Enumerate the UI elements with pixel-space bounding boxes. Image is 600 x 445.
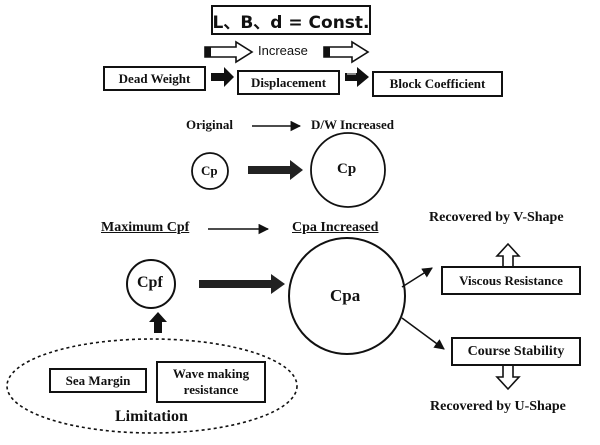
wave-making-line1: Wave making: [172, 366, 250, 382]
dw-increased-label: D/W Increased: [311, 117, 394, 132]
cpa-label: Cpa: [330, 286, 361, 305]
bold-arrow-icon: [248, 160, 303, 180]
recovered-u-shape-label: Recovered by U-Shape: [430, 399, 566, 414]
course-stability-box: Course Stability: [451, 337, 581, 366]
limitation-ellipse: [6, 338, 298, 434]
constant-box: L、B、d = Const.: [211, 5, 371, 35]
up-arrow-icon: [495, 242, 521, 269]
up-arrow-icon: [149, 312, 167, 333]
cp-large-circle: [310, 132, 386, 208]
cpa-increased-label: Cpa Increased: [292, 220, 379, 235]
block-coefficient-box: Block Coefficient: [372, 71, 503, 97]
cpa-circle: [288, 237, 406, 355]
cp-large-label: Cp: [337, 161, 357, 177]
viscous-resistance-box: Viscous Resistance: [441, 266, 581, 295]
dead-weight-box: Dead Weight: [103, 66, 206, 91]
sea-margin-box: Sea Margin: [49, 368, 147, 393]
hollow-arrow-icon: [204, 40, 254, 64]
cp-small-circle: [191, 152, 229, 190]
bold-arrow-icon: [199, 274, 285, 294]
thin-arrow-icon: [401, 267, 433, 288]
bold-arrow-icon: [211, 67, 234, 87]
hollow-arrow-icon: [323, 40, 370, 64]
original-label: Original: [186, 117, 233, 132]
wave-making-line2: resistance: [183, 382, 239, 397]
down-arrow-icon: [495, 363, 521, 391]
thin-arrow-icon: [401, 317, 445, 350]
cpf-label: Cpf: [137, 274, 163, 291]
recovered-v-shape-label: Recovered by V-Shape: [429, 210, 564, 225]
increase-label: Increase: [258, 43, 308, 58]
double-arrow-icon: [345, 67, 369, 87]
cpf-circle: [126, 259, 176, 309]
cp-small-label: Cp: [201, 163, 218, 178]
displacement-box: Displacement: [237, 70, 340, 95]
wave-making-resistance-box: Wave making resistance: [156, 361, 266, 403]
limitation-label: Limitation: [115, 408, 188, 425]
maximum-cpf-label: Maximum Cpf: [101, 220, 190, 235]
